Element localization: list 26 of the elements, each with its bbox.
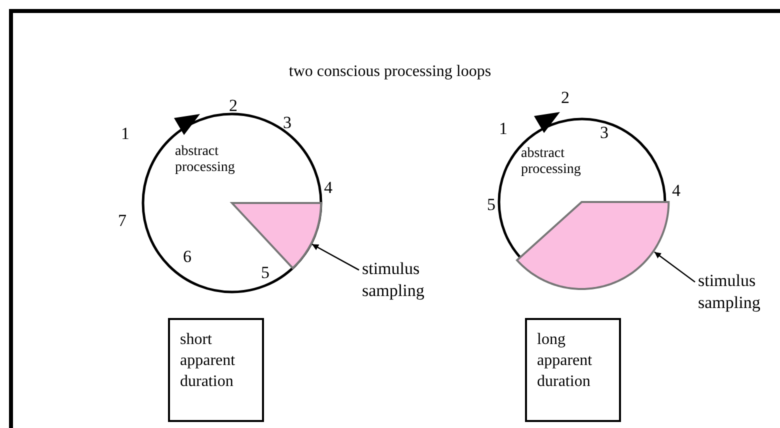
loop-label: abstract processing (175, 144, 236, 176)
step-number: 2 (229, 96, 238, 116)
step-number: 4 (324, 178, 332, 198)
step-number: 2 (561, 88, 570, 108)
title: two conscious processing loops (288, 63, 492, 82)
callout-text: stimulus sampling (362, 258, 426, 302)
processing-loop (143, 114, 321, 292)
step-number: 6 (183, 247, 192, 267)
callout-text: stimulus sampling (698, 270, 762, 314)
step-number: 1 (121, 124, 130, 144)
sampling-sector (232, 203, 321, 268)
duration-box (525, 318, 621, 422)
step-number: 4 (672, 181, 680, 201)
duration-label: long apparent duration (537, 330, 594, 392)
duration-label: short apparent duration (180, 330, 236, 392)
step-number: 5 (261, 263, 270, 283)
loop-label: abstract processing (521, 146, 582, 178)
sampling-sector (517, 202, 669, 289)
step-number: 3 (600, 123, 608, 143)
leader-arrow (654, 251, 696, 283)
step-number: 1 (499, 119, 508, 139)
step-number: 3 (283, 113, 292, 133)
leader-arrow (312, 244, 360, 271)
duration-box (168, 318, 264, 422)
step-number: 5 (487, 195, 496, 215)
step-number: 7 (118, 211, 126, 231)
